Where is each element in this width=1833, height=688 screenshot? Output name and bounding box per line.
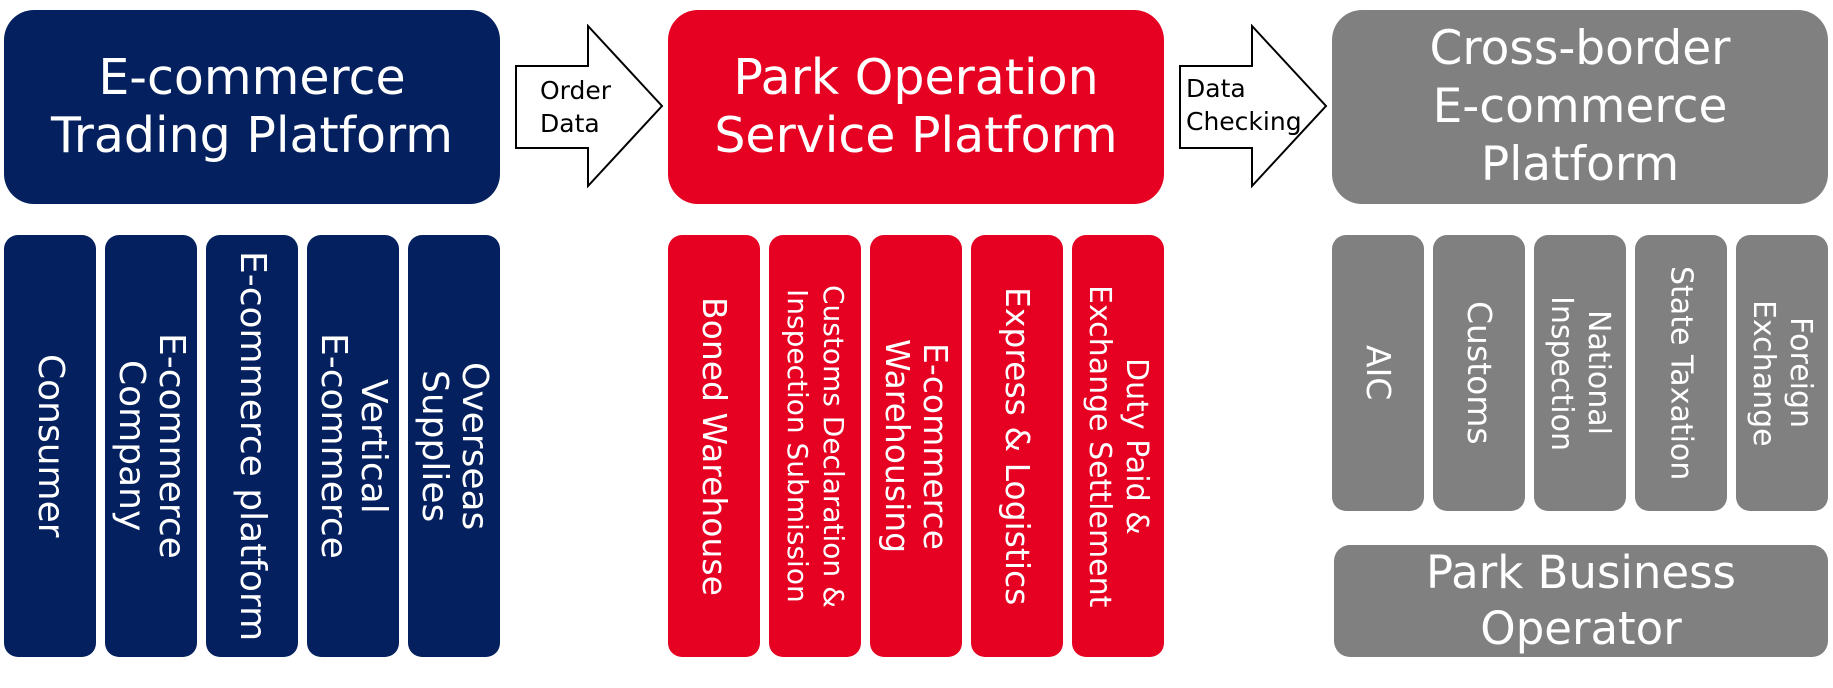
header-label: E-commerce Trading Platform: [50, 49, 453, 164]
column-label: State Taxation: [1663, 265, 1699, 481]
footer-label: Park Business Operator: [1426, 546, 1736, 655]
column-ecommerce-company: E-commerce Company: [105, 235, 197, 657]
column-ecommerce-warehousing: E-commerce Warehousing: [870, 235, 962, 657]
ecommerce-trading-platform-header: E-commerce Trading Platform: [4, 10, 500, 204]
column-label: Foreign Exchange: [1746, 299, 1818, 447]
column-vertical-ecommerce: Vertical E-commerce: [307, 235, 399, 657]
column-consumer: Consumer: [4, 235, 96, 657]
column-label: Overseas Supplies: [414, 361, 495, 531]
park-business-operator-box: Park Business Operator: [1334, 545, 1828, 657]
column-national-inspection: National Inspection: [1534, 235, 1626, 511]
column-label: National Inspection: [1544, 295, 1616, 451]
column-label: Consumer: [30, 354, 71, 538]
column-express-logistics: Express & Logistics: [971, 235, 1063, 657]
column-label: Customs: [1460, 301, 1499, 445]
cross-border-ecommerce-platform-header: Cross-border E-commerce Platform: [1332, 10, 1828, 204]
column-customs: Customs: [1433, 235, 1525, 511]
column-overseas-supplies: Overseas Supplies: [408, 235, 500, 657]
right-arrow-icon: [515, 24, 664, 188]
column-label: E-commerce Warehousing: [878, 338, 955, 554]
header-label: Park Operation Service Platform: [714, 49, 1118, 164]
column-label: Duty Paid & Exchange Settlement: [1082, 284, 1154, 608]
column-foreign-exchange: Foreign Exchange: [1736, 235, 1828, 511]
column-label: Express & Logistics: [998, 286, 1037, 606]
park-operation-service-platform-header: Park Operation Service Platform: [668, 10, 1164, 204]
column-aic: AIC: [1332, 235, 1424, 511]
column-label: Customs Declaration & Inspection Submiss…: [781, 284, 850, 608]
column-label: E-commerce Company: [111, 333, 192, 559]
data-checking-label: Data Checking: [1186, 74, 1302, 136]
order-data-label: Order Data: [540, 76, 612, 138]
column-label: E-commerce platform: [232, 250, 273, 642]
column-label: Vertical E-commerce: [313, 333, 394, 559]
column-boned-warehouse: Boned Warehouse: [668, 235, 760, 657]
column-ecommerce-platform: E-commerce platform: [206, 235, 298, 657]
header-label: Cross-border E-commerce Platform: [1429, 21, 1731, 192]
right-arrow-icon: [1179, 24, 1328, 188]
column-duty-paid-exchange: Duty Paid & Exchange Settlement: [1072, 235, 1164, 657]
column-state-taxation: State Taxation: [1635, 235, 1727, 511]
column-label: AIC: [1359, 345, 1398, 401]
column-customs-declaration: Customs Declaration & Inspection Submiss…: [769, 235, 861, 657]
column-label: Boned Warehouse: [695, 296, 734, 596]
